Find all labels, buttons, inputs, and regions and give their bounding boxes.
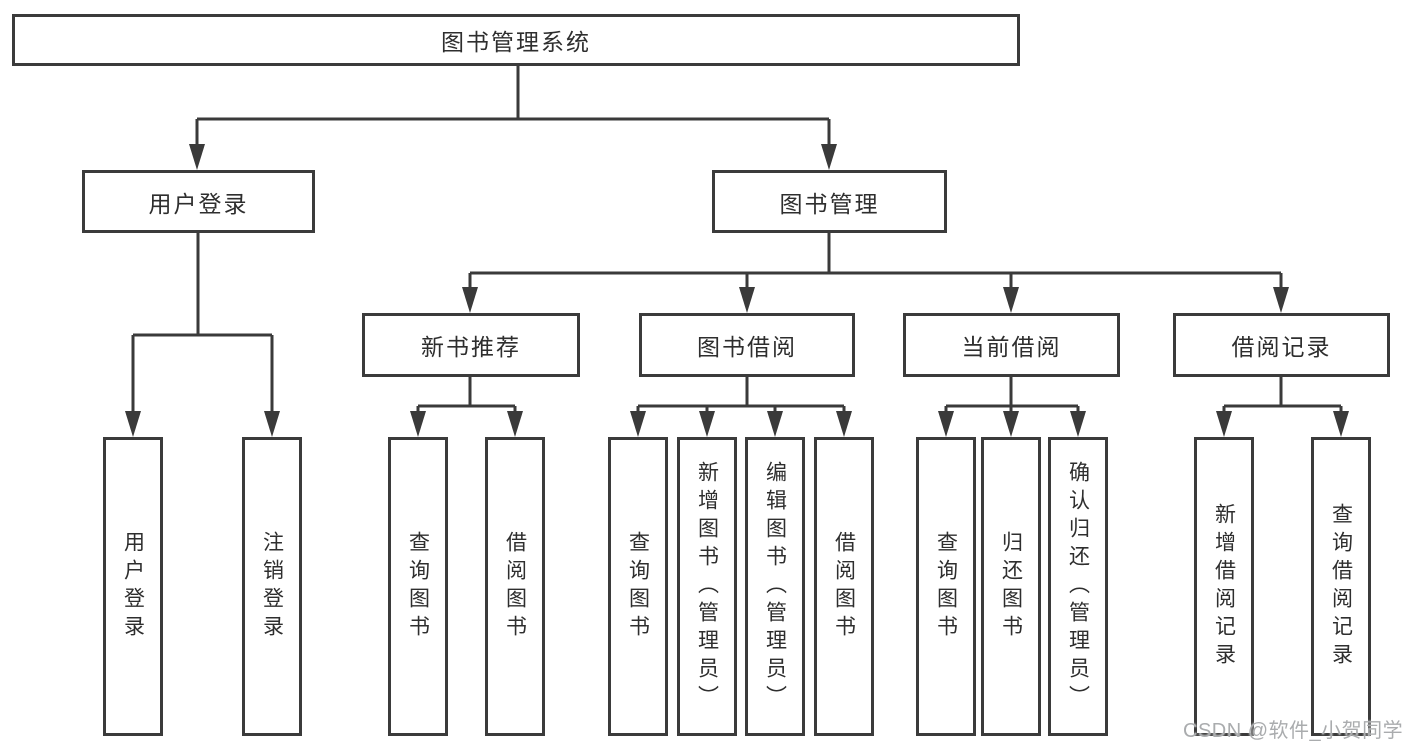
node-label: 新增借阅记录 [1212, 502, 1236, 671]
arrow-leaf-logout [264, 411, 280, 437]
node-label: 注销登录 [260, 530, 284, 643]
node-label: 归还图书 [999, 530, 1023, 643]
node-label: 借阅图书 [832, 530, 856, 643]
leaf-add-borrow-record: 新增借阅记录 [1194, 437, 1254, 736]
leaf-edit-books-admin: 编辑图书（管理员） [745, 437, 805, 736]
node-label: 编辑图书（管理员） [763, 460, 787, 713]
node-label: 查询图书 [934, 530, 958, 643]
node-current-borrow: 当前借阅 [903, 313, 1120, 377]
connector-book-management-children [468, 233, 1283, 292]
arrow-new-book-recommend [462, 287, 478, 313]
arrow-leaf-borrow-books [836, 411, 852, 437]
arrow-leaf-return-books [1003, 411, 1019, 437]
node-label: 查询图书 [406, 530, 430, 643]
leaf-borrow-books-recommend: 借阅图书 [485, 437, 545, 736]
connector-current-borrow-children [944, 377, 1080, 416]
arrow-leaf-add-books-admin [699, 411, 715, 437]
leaf-user-login: 用户登录 [103, 437, 163, 736]
connector-borrow-records-children [1222, 377, 1343, 416]
node-label: 确认归还（管理员） [1066, 460, 1090, 713]
node-label: 图书借阅 [697, 334, 797, 360]
leaf-query-borrow-record: 查询借阅记录 [1311, 437, 1371, 736]
node-user-login: 用户登录 [82, 170, 315, 233]
node-label: 新增图书（管理员） [695, 460, 719, 713]
arrow-leaf-borrow-books-recommend [507, 411, 523, 437]
node-book-management: 图书管理 [712, 170, 947, 233]
leaf-return-books: 归还图书 [981, 437, 1041, 736]
node-book-borrow: 图书借阅 [639, 313, 855, 377]
connector-new-book-recommend-children [416, 377, 517, 416]
node-label: 借阅记录 [1231, 334, 1332, 360]
arrow-leaf-add-borrow-record [1216, 411, 1232, 437]
node-label: 图书管理系统 [441, 29, 591, 55]
connector-user-login-children [131, 233, 274, 416]
arrow-leaf-query-books-current [938, 411, 954, 437]
node-library-management-system: 图书管理系统 [12, 14, 1020, 66]
node-label: 新书推荐 [421, 334, 521, 360]
node-borrow-records: 借阅记录 [1173, 313, 1390, 377]
leaf-logout: 注销登录 [242, 437, 302, 736]
node-label: 当前借阅 [961, 334, 1062, 360]
arrow-leaf-query-books-borrow [630, 411, 646, 437]
node-label: 用户登录 [148, 190, 249, 217]
arrow-current-borrow [1003, 287, 1019, 313]
arrow-leaf-query-books-recommend [410, 411, 426, 437]
connector-book-borrow-children [636, 377, 846, 416]
node-label: 查询借阅记录 [1329, 502, 1353, 671]
arrow-leaf-query-borrow-record [1333, 411, 1349, 437]
leaf-query-books-borrow: 查询图书 [608, 437, 668, 736]
leaf-query-books-current: 查询图书 [916, 437, 976, 736]
leaf-query-books-recommend: 查询图书 [388, 437, 448, 736]
leaf-borrow-books: 借阅图书 [814, 437, 874, 736]
arrow-user-login [189, 144, 205, 170]
node-label: 查询图书 [626, 530, 650, 643]
arrow-leaf-confirm-return-admin [1070, 411, 1086, 437]
csdn-watermark: CSDN @软件_小贺同学 [1183, 720, 1404, 742]
arrow-leaf-user-login [125, 411, 141, 437]
leaf-add-books-admin: 新增图书（管理员） [677, 437, 737, 736]
node-label: 图书管理 [779, 190, 880, 217]
node-new-book-recommend: 新书推荐 [362, 313, 580, 377]
arrow-leaf-edit-books-admin [767, 411, 783, 437]
arrow-book-borrow [739, 287, 755, 313]
node-label: 用户登录 [121, 530, 145, 643]
node-label: 借阅图书 [503, 530, 527, 643]
arrow-book-management [821, 144, 837, 170]
arrow-borrow-records [1273, 287, 1289, 313]
connector-root-to-level2 [195, 66, 831, 150]
leaf-confirm-return-admin: 确认归还（管理员） [1048, 437, 1108, 736]
